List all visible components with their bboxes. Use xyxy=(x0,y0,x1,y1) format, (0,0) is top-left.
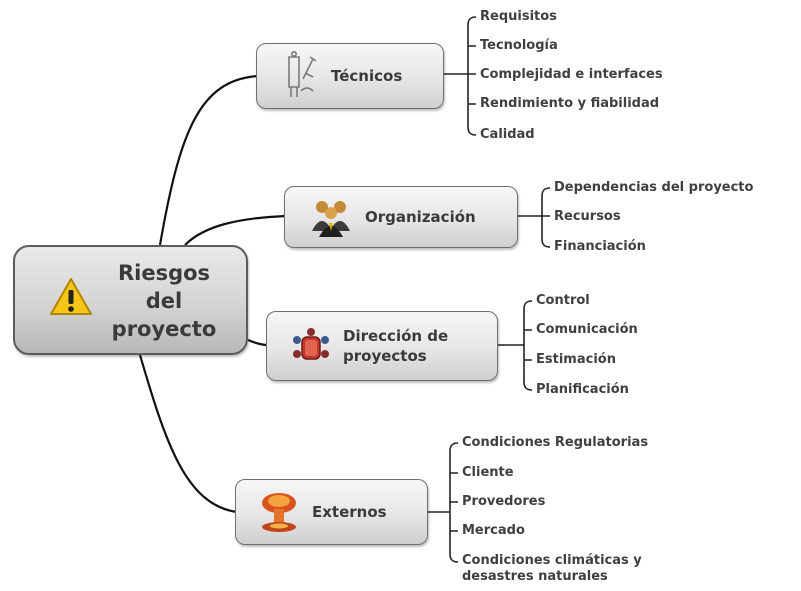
root-node[interactable]: Riesgos del proyecto xyxy=(13,245,248,355)
stem-tecnicos xyxy=(458,45,476,105)
leaf-calidad[interactable]: Calidad xyxy=(480,127,535,142)
branch-node-externos[interactable]: Externos xyxy=(235,479,428,545)
leaf-complejidad[interactable]: Complejidad e interfaces xyxy=(480,67,663,82)
branch-label-organizacion: Organización xyxy=(365,208,476,226)
branch-label-tecnicos: Técnicos xyxy=(331,67,403,85)
leaf-provedores[interactable]: Provedores xyxy=(462,494,546,509)
leaf-estimacion[interactable]: Estimación xyxy=(536,352,616,367)
branch-node-organizacion[interactable]: Organización xyxy=(284,186,518,248)
leaf-requisitos[interactable]: Requisitos xyxy=(480,9,557,24)
branch-label-externos: Externos xyxy=(312,503,387,521)
branch-node-tecnicos[interactable]: Técnicos xyxy=(256,43,444,109)
leaf-cliente[interactable]: Cliente xyxy=(462,465,514,480)
meeting-table-icon xyxy=(293,328,329,360)
warning-icon xyxy=(50,278,92,315)
branch-node-direccion[interactable]: Dirección de proyectos xyxy=(266,311,498,381)
technician-tools-icon xyxy=(288,51,317,97)
connector-root-direccion xyxy=(247,338,269,347)
leaf-tecnologia[interactable]: Tecnología xyxy=(480,38,558,53)
bracket-tecnicos xyxy=(444,16,477,136)
leaf-mercado[interactable]: Mercado xyxy=(462,523,525,538)
leaf-rendimiento[interactable]: Rendimiento y fiabilidad xyxy=(480,96,660,111)
stem-externos xyxy=(444,472,458,532)
leaf-condiciones-climaticas[interactable]: Condiciones climáticas y desastres natur… xyxy=(462,553,642,584)
branch-label-direccion: Dirección de proyectos xyxy=(343,327,449,365)
bracket-organizacion xyxy=(518,187,551,248)
stem-direccion xyxy=(510,329,532,361)
connector-root-organizacion xyxy=(184,214,287,246)
leaf-comunicacion[interactable]: Comunicación xyxy=(536,322,638,337)
explosion-icon xyxy=(262,493,296,532)
people-group-icon xyxy=(312,201,350,237)
connector-root-externos xyxy=(138,354,238,514)
leaf-dependencias[interactable]: Dependencias del proyecto xyxy=(554,180,754,195)
connector-root-tecnicos xyxy=(158,74,259,246)
root-title: Riesgos del proyecto xyxy=(111,261,217,341)
leaf-planificacion[interactable]: Planificación xyxy=(536,382,629,397)
leaf-control[interactable]: Control xyxy=(536,293,590,308)
leaf-financiacion[interactable]: Financiación xyxy=(554,239,646,254)
leaf-condiciones-regulatorias[interactable]: Condiciones Regulatorias xyxy=(462,435,649,450)
leaf-recursos[interactable]: Recursos xyxy=(554,209,621,224)
